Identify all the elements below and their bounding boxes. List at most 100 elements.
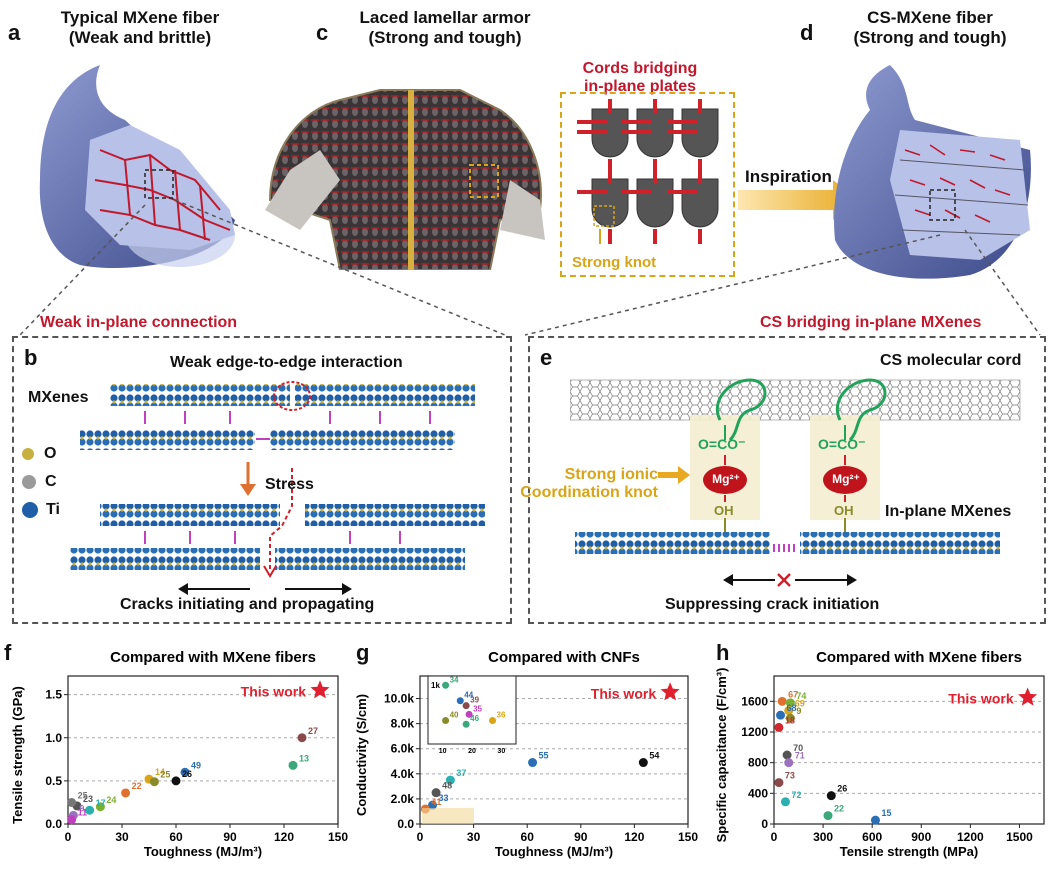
data-point-label: 74	[796, 691, 806, 701]
y-tick-label: 0.0	[45, 817, 62, 831]
chart-h: Compared with MXene fibers 0 400 800 1200 160…	[714, 649, 1045, 859]
knot-label: Strong ionic Coordination knot	[520, 466, 658, 502]
data-point	[67, 797, 77, 807]
y-tick-label: 800	[748, 756, 768, 770]
chart-title: Compared with CNFs	[488, 649, 640, 666]
data-point	[784, 706, 794, 716]
data-point-label: 37	[456, 768, 466, 778]
mxene-layers-diagram	[70, 381, 485, 595]
data-point	[67, 815, 77, 825]
inset-point	[456, 697, 464, 705]
data-point-label: 49	[191, 760, 201, 770]
inset-point	[489, 717, 497, 725]
weak-connection-label: Weak in-plane connection	[40, 314, 238, 331]
suppress-crack-label: Suppressing crack initiation	[665, 596, 880, 613]
data-point	[870, 815, 880, 825]
panel-a-title: Typical MXene fiber (Weak and brittle)	[40, 8, 240, 48]
y-tick-label: 1.0	[45, 731, 62, 745]
this-work-star	[310, 680, 330, 699]
inset-x-tick-label: 20	[468, 748, 476, 755]
knot-label-line1: Strong ionic	[564, 466, 658, 483]
data-point-label: 22	[834, 804, 844, 814]
data-point-label: 54	[649, 751, 659, 761]
this-work-star	[1018, 687, 1038, 706]
data-point	[826, 791, 836, 801]
y-tick-label: 1.5	[45, 688, 62, 702]
data-point-label: 11	[78, 808, 88, 818]
data-point	[780, 797, 790, 807]
legend-o-label: O	[44, 445, 57, 462]
panel-letter-b: b	[24, 345, 38, 370]
y-tick-label: 2.0k	[391, 792, 415, 806]
panel-letter-g: g	[356, 640, 370, 665]
x-tick-label: 150	[328, 830, 348, 844]
data-point	[171, 776, 181, 786]
x-tick-label: 0	[771, 830, 778, 844]
panel-letter-f: f	[4, 640, 12, 665]
hydroxyl-label-1: OH	[714, 503, 734, 518]
panel-letter-e: e	[540, 345, 553, 370]
data-point	[785, 713, 795, 723]
data-point	[777, 696, 787, 706]
panel-c-title: Laced lamellar armor (Strong and tough)	[335, 8, 555, 48]
x-tick-label: 1200	[957, 830, 984, 844]
x-tick-label: 0	[65, 830, 72, 844]
data-point-label: 15	[881, 808, 891, 818]
x-tick-label: 900	[911, 830, 931, 844]
carbon-atom-icon	[22, 475, 36, 489]
legend-c-label: C	[45, 473, 57, 490]
chart-title: Compared with MXene fibers	[816, 649, 1022, 666]
data-point	[823, 811, 833, 821]
x-axis-label: Tensile strength (MPa)	[840, 844, 978, 859]
data-point	[149, 777, 159, 787]
data-point	[784, 758, 794, 768]
data-point	[445, 775, 455, 785]
hydroxyl-label-2: OH	[834, 503, 854, 518]
cords-callout-line2: in-plane plates	[583, 78, 697, 95]
data-point	[297, 733, 307, 743]
data-point	[121, 788, 131, 798]
y-tick-label: 400	[748, 786, 768, 800]
mg-ion-label-2: Mg²⁺	[832, 472, 860, 486]
plates-illustration	[577, 99, 719, 244]
knot-label-line2: Coordination knot	[520, 484, 658, 501]
inset-point	[462, 702, 470, 710]
x-axis-label: Toughness (MJ/m³)	[495, 844, 613, 859]
y-tick-label: 1600	[741, 694, 768, 708]
inset-point	[462, 720, 470, 728]
plot-frame	[773, 675, 1045, 825]
panel-c-title-line2: (Strong and tough)	[368, 28, 522, 47]
data-point	[85, 805, 95, 815]
panel-d-title: CS-MXene fiber (Strong and tough)	[830, 8, 1030, 48]
inset-x-tick-label: 30	[497, 748, 505, 755]
data-point-label: 73	[785, 771, 795, 781]
x-tick-label: 0	[417, 830, 424, 844]
inplane-mxenes-label: In-plane MXenes	[885, 503, 1012, 520]
data-point	[638, 758, 648, 768]
data-point-label: 69	[795, 699, 805, 709]
cs-bridging-label: CS bridging in-plane MXenes	[760, 314, 982, 331]
inset-region-highlight	[422, 808, 474, 824]
data-point-label: 72	[791, 790, 801, 800]
weak-interaction-label: Weak edge-to-edge interaction	[170, 354, 403, 371]
data-point-label: 17	[96, 798, 106, 808]
inspiration-label: Inspiration	[745, 167, 832, 186]
this-work-label: This work	[948, 691, 1014, 707]
data-point-label: 71	[795, 751, 805, 761]
panel-letter-d: d	[800, 20, 814, 45]
carboxylate-label-1: O=CO⁻	[698, 436, 746, 452]
data-point	[782, 750, 792, 760]
data-point-label: 68	[787, 703, 797, 713]
inset-point	[442, 717, 450, 725]
stress-label: Stress	[265, 476, 314, 493]
panel-a-title-line1: Typical MXene fiber	[60, 8, 220, 27]
y-tick-label: 6.0k	[391, 742, 415, 756]
panel-letter-c: c	[316, 20, 329, 45]
titanium-atom-icon	[22, 502, 38, 518]
inset-point-label: 46	[470, 714, 479, 723]
cs-cord-label: CS molecular cord	[880, 352, 1022, 369]
data-point	[288, 760, 298, 770]
data-point-label: 9	[79, 803, 84, 813]
y-axis-label: Conductivity (S/cm)	[354, 694, 369, 816]
data-point	[785, 698, 795, 708]
